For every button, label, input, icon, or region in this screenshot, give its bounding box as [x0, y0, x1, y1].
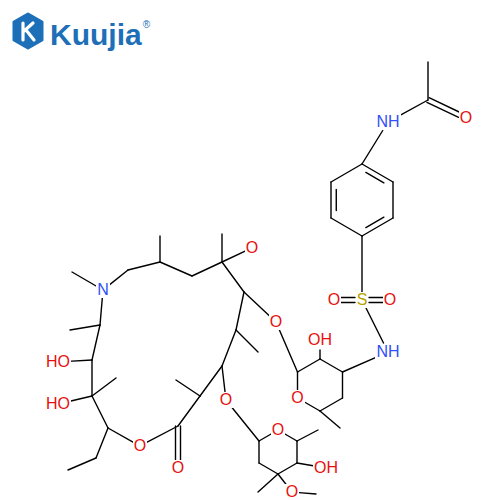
bond-line	[320, 398, 343, 411]
bond-line	[92, 325, 100, 360]
bond-line	[258, 474, 278, 492]
bond-line	[128, 262, 160, 270]
logo-mark	[23, 23, 34, 40]
atom-label: O	[219, 392, 233, 408]
atom-label: O	[271, 422, 285, 438]
bond-line	[397, 100, 428, 117]
bond-line	[284, 434, 297, 441]
atom-label: O	[285, 484, 299, 500]
bond-line	[230, 405, 259, 441]
bond-line	[192, 262, 222, 276]
bond-line	[320, 411, 340, 428]
bond-line	[297, 430, 318, 441]
watermark-logo: Kuujia	[50, 20, 142, 50]
bond-line	[108, 270, 128, 286]
bond-line	[222, 262, 244, 292]
bond-line	[366, 172, 384, 182]
bond-line	[100, 297, 102, 325]
bond-line	[92, 378, 116, 396]
bond-line	[70, 325, 100, 330]
bond-line	[68, 396, 92, 402]
atom-label: O	[269, 314, 283, 330]
atom-label: O	[459, 110, 473, 126]
bond-line	[366, 217, 384, 227]
atom-label: O	[290, 390, 304, 406]
bond-line	[72, 272, 97, 286]
bond-line	[429, 98, 461, 113]
bond-line	[244, 292, 271, 317]
atom-label: OH	[307, 332, 333, 348]
bond-line	[236, 330, 258, 352]
atom-label: O	[245, 240, 259, 256]
bond-line	[369, 297, 383, 298]
bond-line	[222, 366, 225, 393]
bond-line	[259, 463, 278, 474]
bond-line	[331, 164, 362, 182]
bond-line	[362, 164, 393, 182]
bond-line	[427, 62, 428, 100]
bond-line	[160, 262, 192, 276]
bond-line	[365, 306, 383, 343]
bond-line	[319, 350, 320, 359]
atom-label: NH	[375, 114, 400, 130]
bond-line	[298, 359, 321, 372]
bond-line	[331, 218, 362, 236]
bond-line	[92, 396, 108, 428]
bond-line	[342, 372, 343, 398]
atom-label: OH	[313, 460, 339, 476]
atom-label: HO	[45, 354, 71, 370]
bond-line	[299, 493, 316, 494]
bond-line	[343, 356, 379, 372]
bond-line	[236, 292, 244, 330]
bond-line	[91, 360, 92, 396]
atom-label: O	[133, 438, 147, 454]
bond-line	[222, 251, 246, 262]
atom-label: S	[356, 292, 369, 308]
bond-line	[108, 428, 134, 443]
bond-line	[159, 236, 160, 262]
bond-line	[180, 426, 181, 461]
bond-line	[361, 236, 362, 293]
bond-line	[320, 359, 343, 372]
bond-line	[96, 428, 108, 458]
bond-line	[146, 426, 178, 443]
bond-line	[330, 182, 331, 218]
atom-label: O	[327, 292, 341, 308]
bond-line	[279, 328, 298, 372]
bond-line	[222, 330, 236, 366]
bond-line	[296, 441, 297, 463]
bond-line	[362, 131, 383, 164]
bond-line	[341, 302, 355, 303]
bond-line	[221, 234, 222, 262]
bond-line	[258, 441, 259, 463]
bond-line	[369, 302, 383, 303]
bond-line	[68, 360, 92, 361]
bond-line	[304, 402, 320, 411]
bond-line	[336, 190, 337, 211]
atom-label: NH	[375, 344, 400, 360]
registered-mark: ®	[143, 20, 150, 30]
logo-hexagon	[14, 14, 42, 48]
bond-line	[176, 380, 200, 396]
atom-label: O	[383, 292, 397, 308]
bond-line	[178, 396, 200, 426]
atom-label: O	[171, 460, 185, 476]
atom-label: N	[96, 282, 110, 298]
bond-line	[175, 426, 176, 461]
atom-label: HO	[45, 396, 71, 412]
bond-line	[362, 218, 393, 236]
bond-line	[278, 463, 297, 474]
bond-line	[392, 182, 393, 218]
bond-line	[341, 297, 355, 298]
bond-line	[68, 458, 96, 470]
bond-line	[297, 372, 298, 391]
